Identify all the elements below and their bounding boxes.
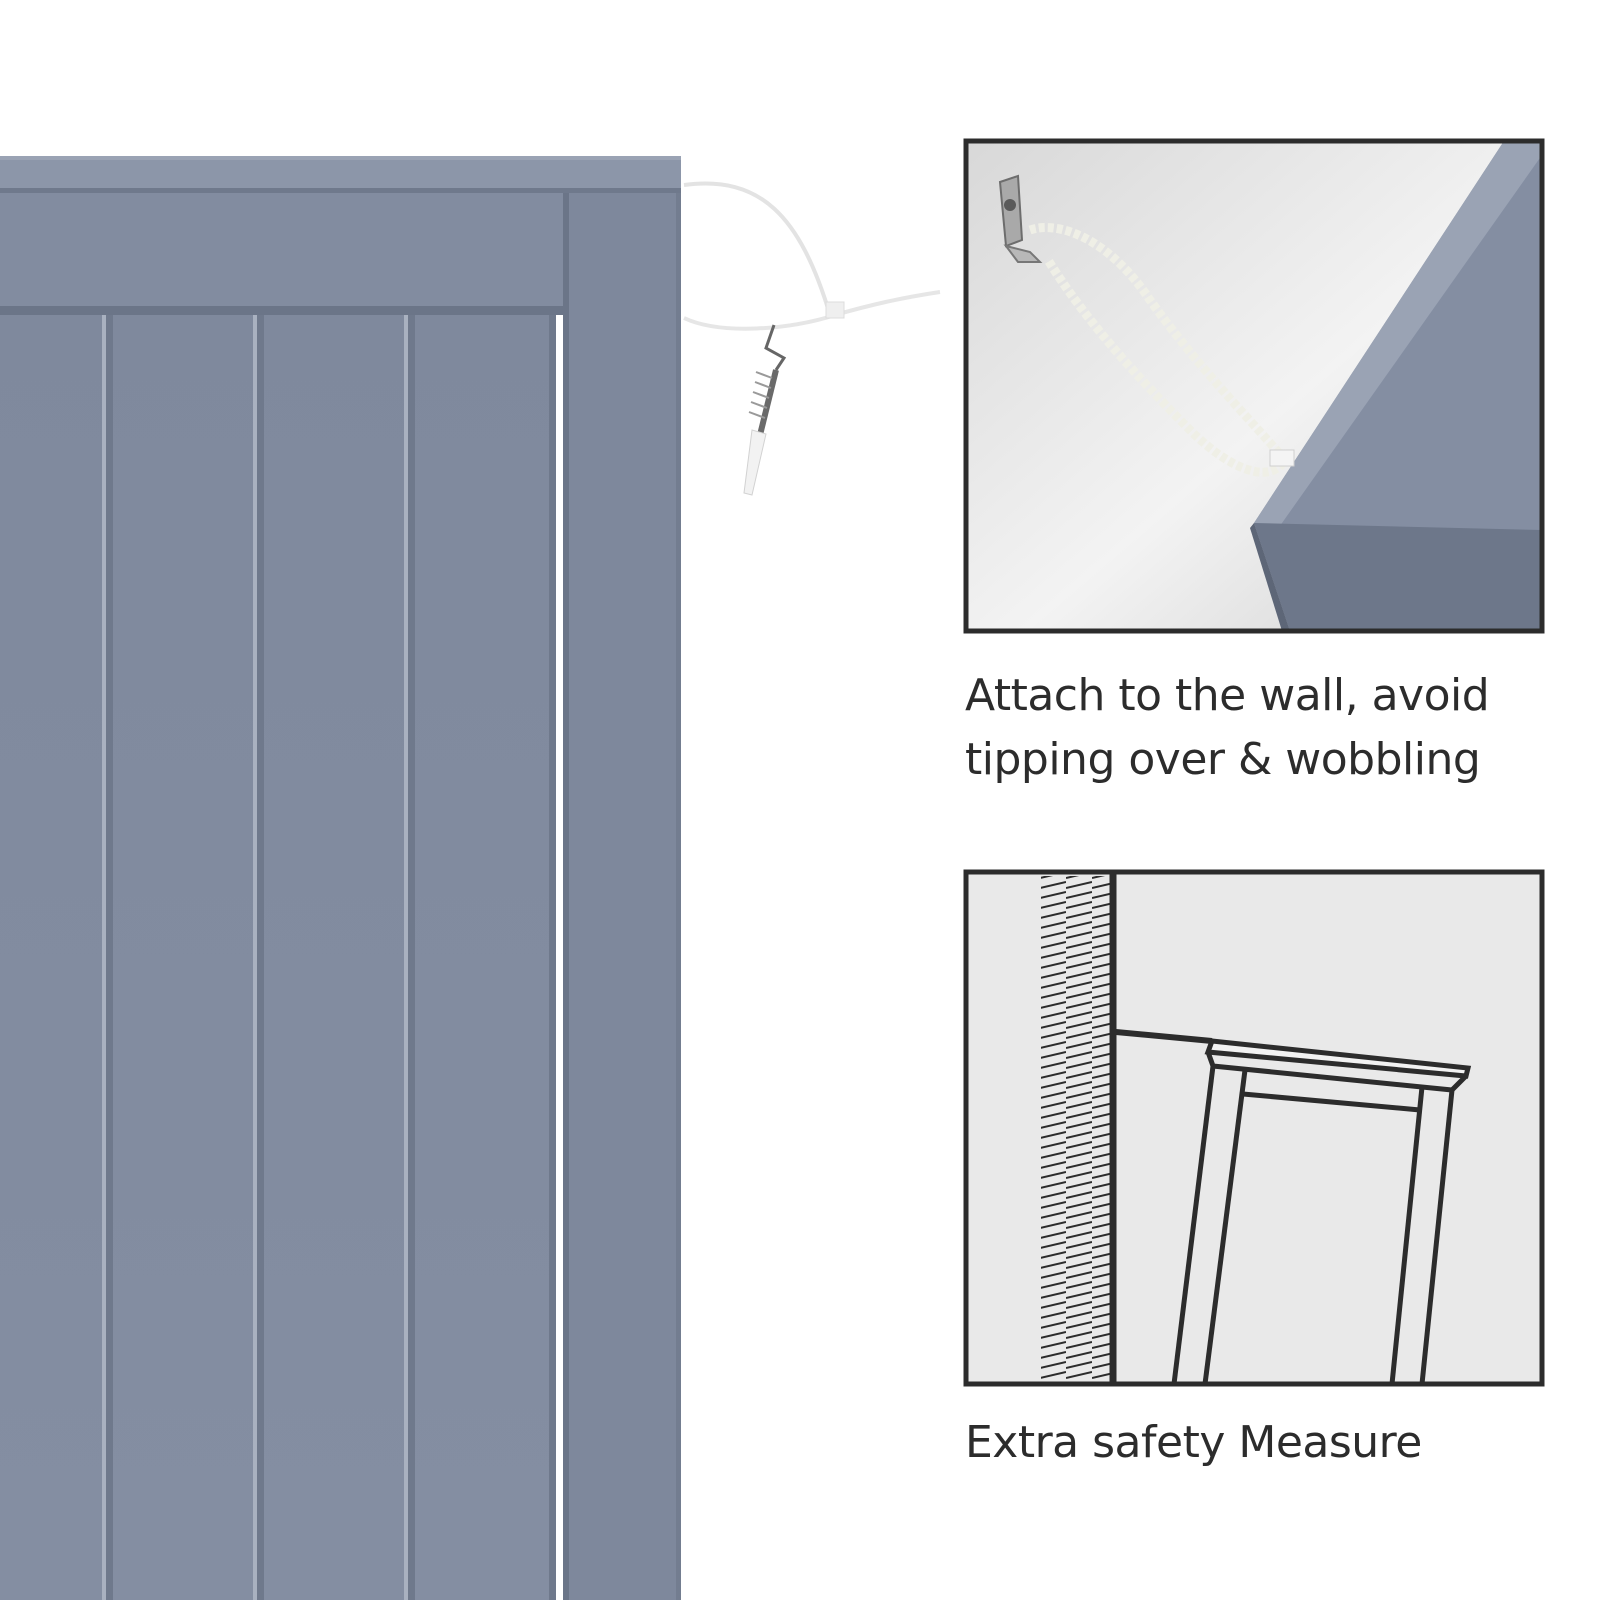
door-beadboard [0, 315, 556, 1600]
wall-anchor-screw-icon [743, 324, 787, 496]
caption-line: Extra safety Measure [965, 1417, 1422, 1468]
cabinet-side-panel [563, 193, 681, 1600]
safety-caption: Extra safety Measure [965, 1411, 1565, 1475]
tipping-cabinet [1171, 1038, 1472, 1385]
wall-strap [1115, 1029, 1213, 1044]
cable-tie-loop [1028, 223, 1291, 477]
cable-tie-icon [683, 181, 941, 331]
wall-hatching [1041, 876, 1111, 1381]
wall-attach-caption: Attach to the wall, avoid tipping over &… [965, 664, 1565, 792]
wall-bracket-icon [998, 174, 1043, 263]
beadboard-grooves [102, 315, 415, 1600]
door-top-rail [0, 193, 563, 311]
cabinet-top-board [0, 156, 681, 192]
caption-line: Attach to the wall, avoid [965, 670, 1490, 721]
caption-line: tipping over & wobbling [965, 734, 1481, 785]
